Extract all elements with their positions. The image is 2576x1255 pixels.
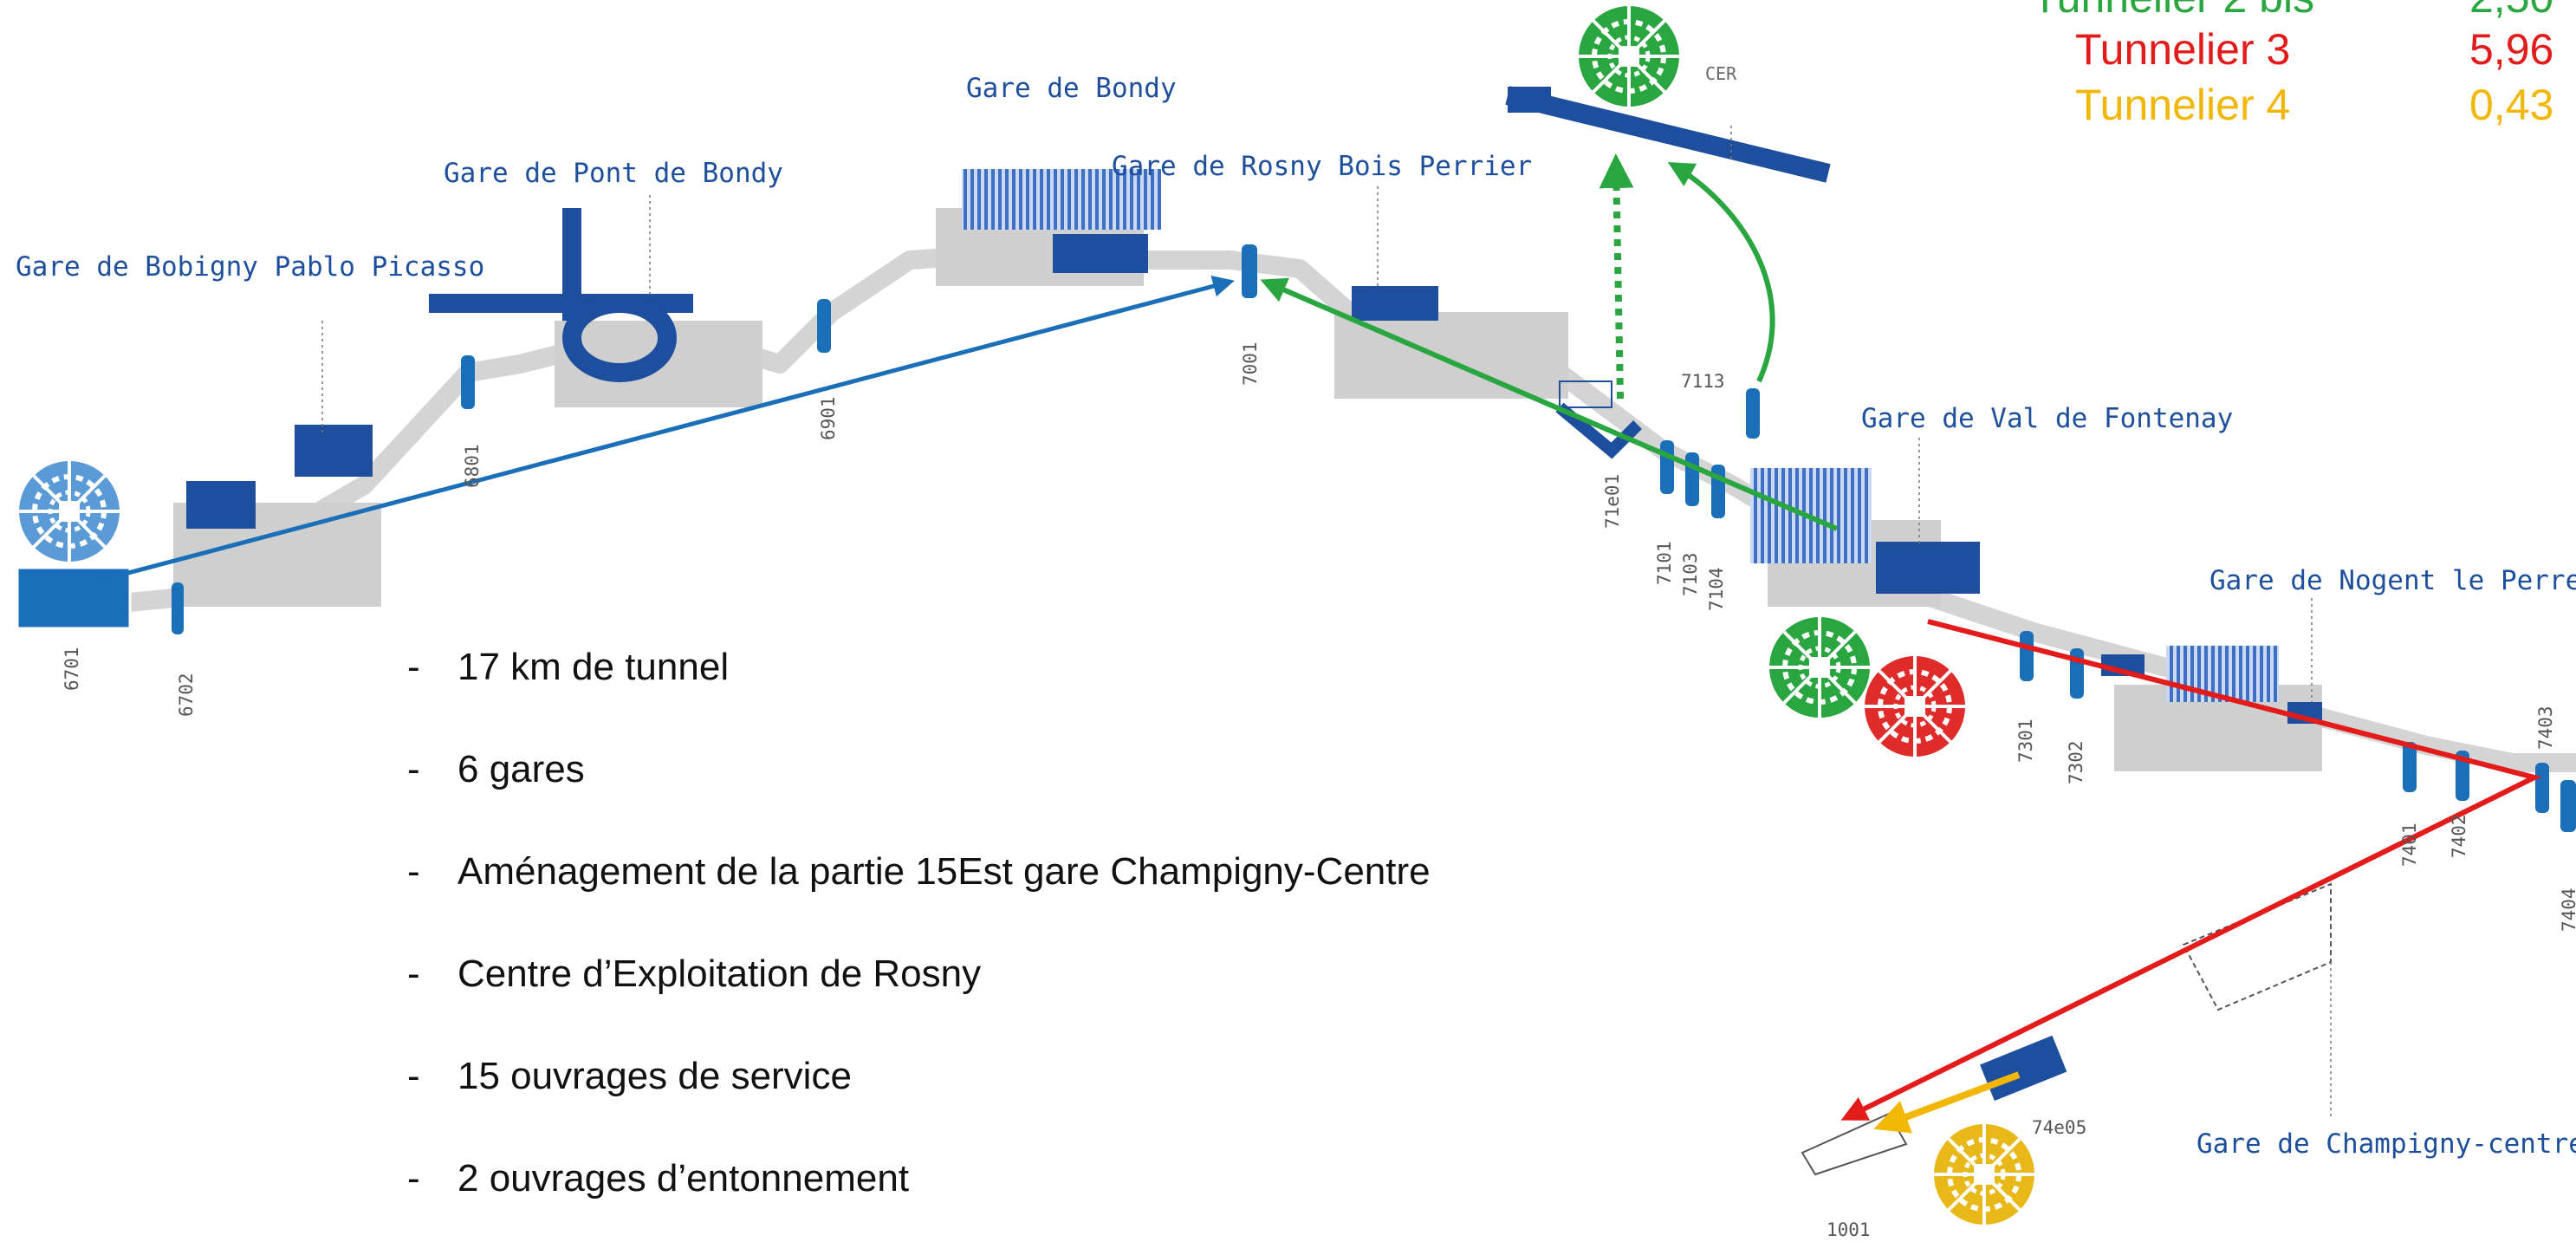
key-figure-item: -6 gares [407,748,585,790]
key-figure-item: -17 km de tunnel [407,646,730,688]
tbm-cutterhead-icon-red [1865,656,1965,757]
work-id-71e01: 71e01 [1602,474,1623,529]
key-figure-item: -2 ouvrages d’entonnement [407,1157,910,1200]
key-figure-text: 15 ouvrages de service [457,1055,852,1097]
work-id-7101: 7101 [1654,541,1675,585]
work-id-1001: 1001 [1827,1219,1871,1240]
tunnelier-3-arrow [1840,619,2542,1121]
station-label-pont-de-bondy: Gare de Pont de Bondy [444,158,783,189]
legend-value-4: 0,43 [2469,81,2553,129]
station-label-bobigny: Gare de Bobigny Pablo Picasso [16,251,484,283]
route-track [77,242,2576,772]
key-figure-item: -15 ouvrages de service [407,1055,852,1097]
station-block-pont-de-bondy [429,208,762,407]
work-id-74e05: 74e05 [2032,1117,2086,1138]
station-block-bondy [936,169,1161,286]
work-id-7113: 7113 [1681,371,1725,392]
tunnelier-legend: Tunnelier 2 bis 2,50 Tunnelier 3 5,96 Tu… [2032,0,2553,129]
tunnelier-2bis-dotted [1599,153,1634,400]
key-figure-text: Aménagement de la partie 15Est gare Cham… [457,850,1431,893]
key-figure-text: Centre d’Exploitation de Rosny [457,953,982,995]
station-label-bondy: Gare de Bondy [966,73,1177,104]
station-label-nogent: Gare de Nogent le Perreux [2209,565,2576,596]
key-figure-item: -Aménagement de la partie 15Est gare Cha… [407,850,1431,893]
tbm-cutterhead-icon-blue [19,461,120,562]
station-label-cer: CER [1705,63,1737,84]
key-figure-text: 6 gares [457,748,585,790]
work-id-7104: 7104 [1706,567,1727,611]
key-figures-list: -17 km de tunnel -6 gares -Aménagement d… [407,641,1431,1255]
work-id-7403: 7403 [2535,706,2556,750]
station-label-rosny: Gare de Rosny Bois Perrier [1112,151,1532,182]
legend-value-3: 5,96 [2469,25,2553,74]
work-id-7401: 7401 [2399,823,2420,867]
key-figure-text: 17 km de tunnel [457,646,730,688]
legend-name-3: Tunnelier 3 [2075,25,2290,74]
work-id-7404: 7404 [2559,888,2576,932]
work-id-6701: 6701 [62,647,82,691]
tbm-cutterhead-icon-green-cer [1579,6,1679,107]
station-block-val-de-fontenay [1555,380,1980,607]
station-block-nogent [2101,646,2322,771]
legend-value-2bis: 2,50 [2469,0,2553,22]
legend-name-2bis: Tunnelier 2 bis [2032,0,2314,22]
tbm-cutterhead-icon-green [1769,617,1870,718]
work-id-7301: 7301 [2015,719,2036,763]
work-id-7402: 7402 [2449,814,2469,858]
leader-lines [321,126,2332,1118]
work-id-6702: 6702 [176,673,197,717]
station-block-bobigny [173,425,381,607]
tunnelier-2bis-arrow [1260,277,1839,531]
key-figure-item: -Centre d’Exploitation de Rosny [407,953,982,995]
station-block-rosny [1334,286,1568,399]
work-id-7302: 7302 [2066,740,2086,784]
tunnelier-4-arrow [1873,1071,2021,1134]
tunnelier-1-arrow [81,276,1235,588]
tbm-cutterhead-icon-yellow [1934,1124,2034,1225]
work-id-7103: 7103 [1680,552,1701,596]
work-id-6801: 6801 [462,444,483,488]
station-block-cer [1505,86,1831,183]
station-label-champigny: Gare de Champigny-centre [2196,1128,2576,1160]
tunnelier-2bis-curve [1667,162,1775,383]
key-figure-text: 2 ouvrages d’entonnement [457,1157,910,1200]
work-id-6901: 6901 [818,396,839,440]
work-id-7001: 7001 [1240,341,1261,386]
station-label-val-de-fontenay: Gare de Val de Fontenay [1861,403,2233,434]
legend-name-4: Tunnelier 4 [2075,81,2290,129]
